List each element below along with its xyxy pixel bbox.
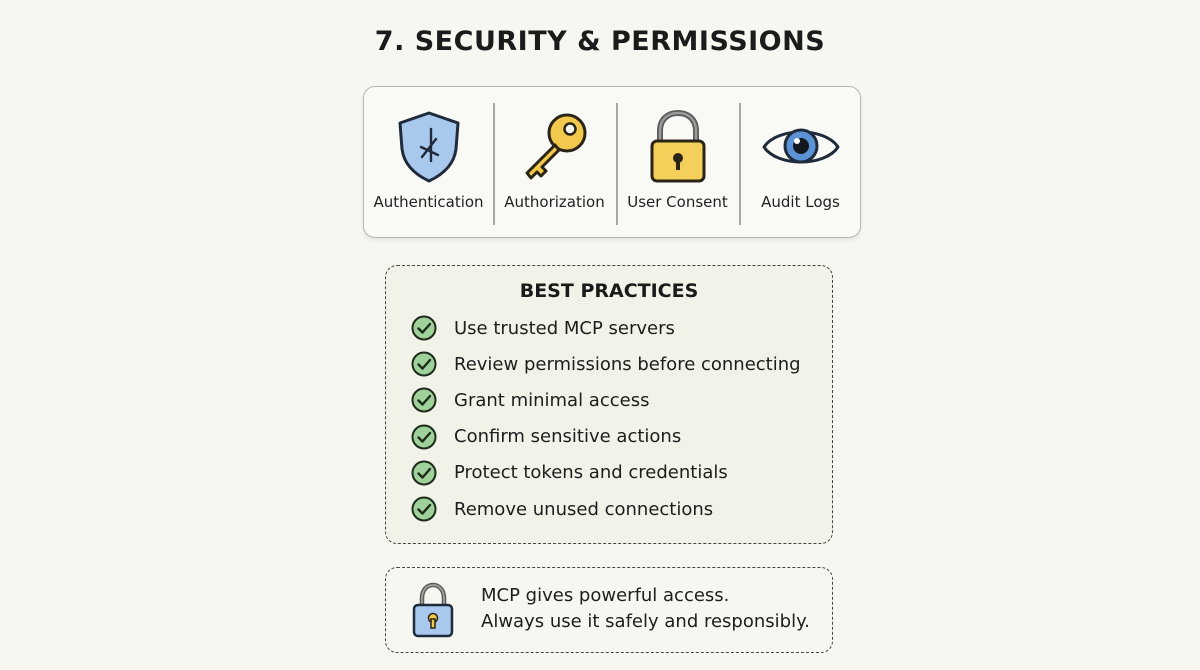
check-icon: [411, 424, 437, 450]
check-icon: [411, 387, 437, 413]
best-practices-panel: BEST PRACTICES Use trusted MCP servers R…: [385, 265, 833, 544]
padlock-icon: [638, 107, 718, 187]
padlock-icon: [412, 582, 454, 638]
list-item: Protect tokens and credentials: [411, 455, 801, 491]
list-item: Grant minimal access: [411, 382, 801, 418]
check-icon: [411, 460, 437, 486]
list-item: Remove unused connections: [411, 491, 801, 527]
list-item: Review permissions before connecting: [411, 346, 801, 382]
safety-note-panel: MCP gives powerful access. Always use it…: [385, 567, 833, 653]
check-icon: [411, 315, 437, 341]
best-practices-title: BEST PRACTICES: [519, 280, 699, 302]
pillar-label: Authorization: [504, 193, 605, 211]
pillar-audit-logs: Audit Logs: [739, 87, 862, 237]
practice-text: Remove unused connections: [454, 498, 714, 520]
eye-icon: [761, 107, 841, 187]
shield-icon: [389, 107, 469, 187]
pillar-label: Authentication: [373, 193, 484, 211]
security-pillars-panel: Authentication Authorization User Consen…: [363, 86, 861, 238]
list-item: Use trusted MCP servers: [411, 310, 801, 346]
practice-text: Protect tokens and credentials: [454, 462, 728, 484]
practice-text: Review permissions before connecting: [454, 353, 801, 375]
page-title: 7. SECURITY & PERMISSIONS: [374, 26, 826, 57]
pillar-authentication: Authentication: [364, 87, 493, 237]
practice-text: Confirm sensitive actions: [454, 426, 682, 448]
safety-note-text: MCP gives powerful access. Always use it…: [481, 583, 810, 635]
practice-text: Use trusted MCP servers: [454, 317, 675, 339]
pillar-authorization: Authorization: [493, 87, 616, 237]
pillar-label: Audit Logs: [761, 193, 840, 211]
check-icon: [411, 496, 437, 522]
pillar-user-consent: User Consent: [616, 87, 739, 237]
safety-note-line: MCP gives powerful access.: [481, 585, 730, 606]
pillar-divider: [493, 103, 495, 225]
pillar-divider: [616, 103, 618, 225]
best-practices-list: Use trusted MCP servers Review permissio…: [411, 310, 801, 527]
check-icon: [411, 351, 437, 377]
pillar-divider: [739, 103, 741, 225]
list-item: Confirm sensitive actions: [411, 419, 801, 455]
key-icon: [515, 107, 595, 187]
practice-text: Grant minimal access: [454, 389, 650, 411]
pillar-label: User Consent: [627, 193, 728, 211]
safety-note-line: Always use it safely and responsibly.: [481, 611, 810, 632]
